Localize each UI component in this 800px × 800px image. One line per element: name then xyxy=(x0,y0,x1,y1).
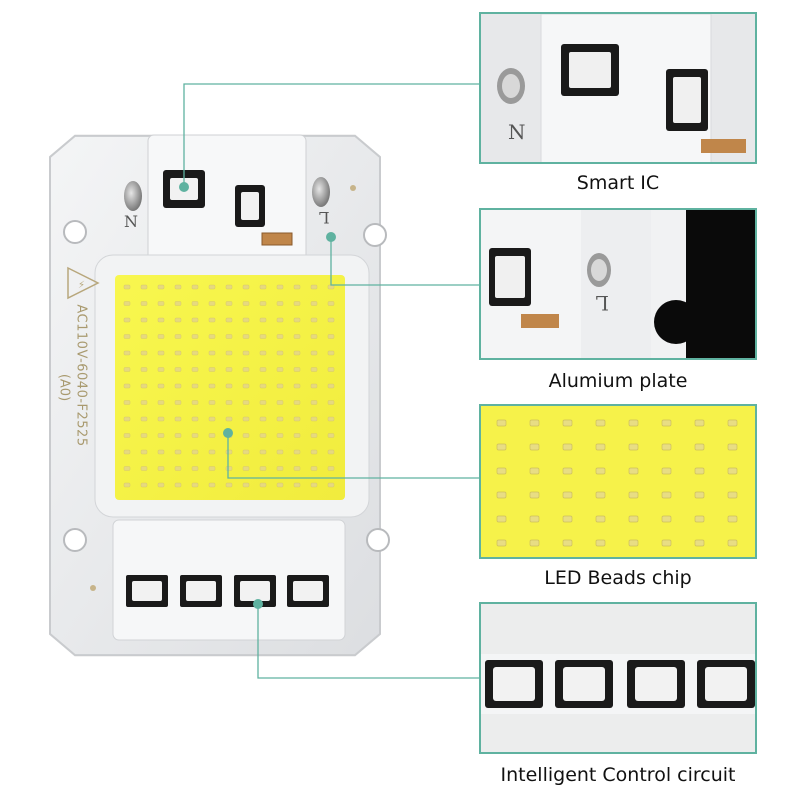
panel-led-beads xyxy=(479,404,757,559)
led-grid xyxy=(123,284,335,488)
line-smart-ic xyxy=(183,83,480,187)
panel-control-circuit xyxy=(479,602,757,754)
svg-text:L: L xyxy=(596,291,609,315)
line-led xyxy=(227,433,480,479)
resistor xyxy=(261,232,293,246)
caption-control-circuit: Intelligent Control circuit xyxy=(500,764,736,786)
silkscreen-sub-text: (A0) xyxy=(56,373,72,402)
svg-text:⚡: ⚡ xyxy=(78,280,85,291)
pin-label-l: L xyxy=(319,208,330,227)
line-alumium xyxy=(330,237,480,286)
hole-bottom-right xyxy=(366,528,390,552)
warning-triangle xyxy=(67,266,100,300)
pin-label-n: N xyxy=(124,212,138,231)
caption-smart-ic: Smart IC xyxy=(576,172,660,194)
panel-smart-ic: N xyxy=(479,12,757,164)
caption-led-beads: LED Beads chip xyxy=(544,567,692,589)
svg-text:N: N xyxy=(508,120,526,144)
hole-top-left xyxy=(63,220,87,244)
hole-top-right xyxy=(363,223,387,247)
bottom-block xyxy=(112,519,346,641)
hole-bottom-left xyxy=(63,528,87,552)
screw-l xyxy=(312,177,330,207)
screw-n xyxy=(124,181,142,211)
control-pads xyxy=(126,575,329,607)
panel-alumium-plate: L xyxy=(479,208,757,360)
caption-alumium-plate: Alumium plate xyxy=(548,370,688,392)
line-control xyxy=(257,604,480,679)
silkscreen-model-text: AC110V-6040-F2525 xyxy=(73,304,89,447)
